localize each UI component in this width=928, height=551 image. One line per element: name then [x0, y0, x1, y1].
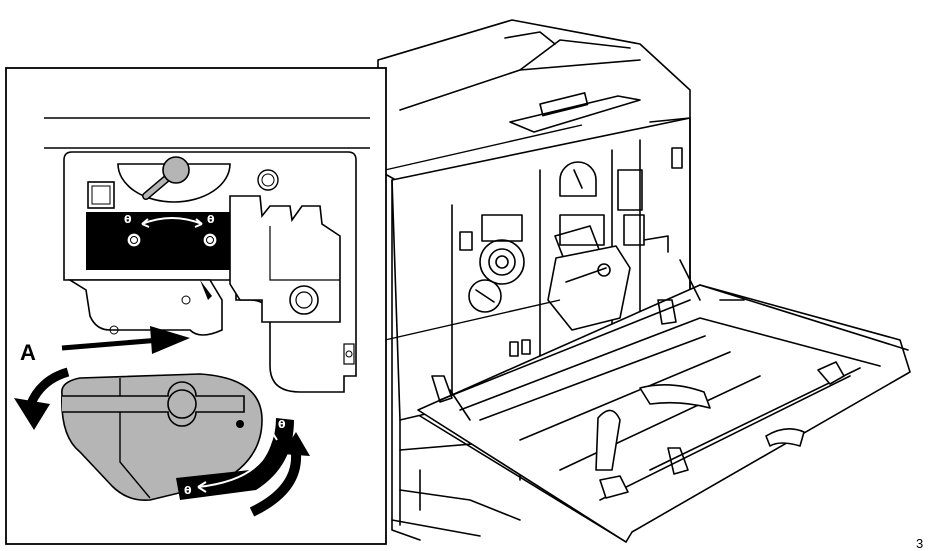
lock-icon-bottom: θ	[278, 418, 286, 431]
detail-inset: θ θ A θ θ	[5, 67, 387, 545]
callout-label-a: A	[20, 340, 36, 365]
insert-arrow	[61, 337, 161, 351]
rotate-right-arrow	[249, 453, 302, 517]
lock-icon: θ	[207, 213, 215, 226]
control-panel	[509, 95, 641, 133]
gear-wheel	[479, 239, 525, 285]
front-door	[417, 259, 911, 543]
callout-leader	[384, 124, 583, 341]
unlock-icon: θ	[124, 213, 132, 226]
lock-band-curve	[176, 418, 294, 500]
figure-number: 3	[916, 536, 923, 551]
unlock-icon-bottom: θ	[184, 484, 192, 497]
door-handle	[639, 384, 711, 409]
round-port	[289, 285, 319, 315]
